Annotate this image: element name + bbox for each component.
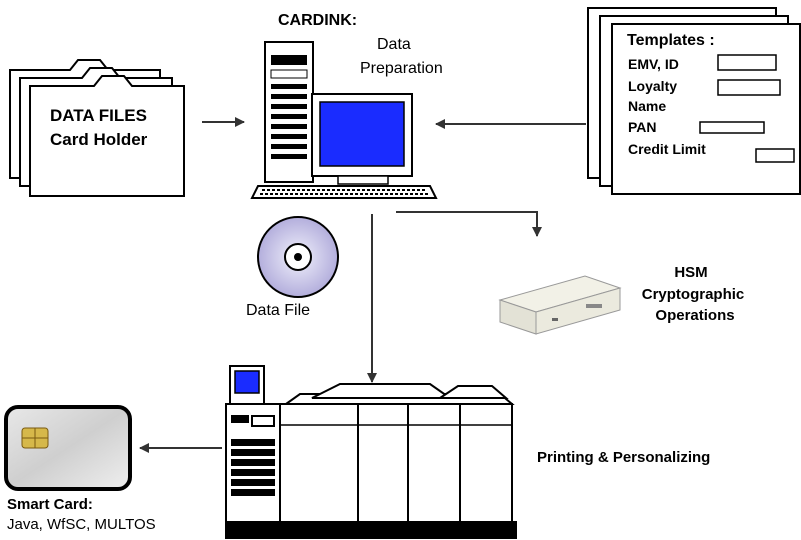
template-field-boxes [699, 54, 795, 163]
template-field-loyalty: Loyalty [628, 78, 678, 94]
smart-card-icon [4, 405, 132, 491]
arrow-cardink-to-hsm [396, 211, 542, 237]
cardink-line2: Preparation [360, 60, 443, 77]
cd-icon [257, 216, 339, 298]
hsm-line1: HSM [674, 264, 708, 281]
cardink-line1: Data [377, 36, 411, 53]
data-files-line2: Card Holder [50, 130, 148, 149]
workstation-icon [250, 41, 438, 199]
hsm-device-icon [498, 275, 622, 335]
hsm-line2: Cryptographic [641, 286, 745, 303]
data-file-label: Data File [246, 302, 311, 319]
printing-label: Printing & Personalizing [537, 449, 711, 466]
smart-card-subtitle: Java, WfSC, MULTOS [7, 516, 156, 533]
template-field-credit-limit: Credit Limit [628, 141, 706, 157]
templates-title: Templates : [627, 32, 715, 49]
hsm-line3: Operations [655, 307, 735, 324]
flow-arrows [139, 117, 586, 453]
template-field-emv-id: EMV, ID [628, 56, 679, 72]
templates-pages-icon [587, 7, 801, 195]
smart-card-title: Smart Card: [7, 496, 93, 513]
template-field-name: Name [628, 98, 667, 114]
cardink-title: CARDINK: [278, 12, 358, 29]
printing-machine-icon [225, 365, 517, 539]
template-field-pan: PAN [628, 119, 657, 135]
data-files-line1: DATA FILES [50, 106, 147, 125]
data-files-folders-icon [9, 59, 185, 197]
